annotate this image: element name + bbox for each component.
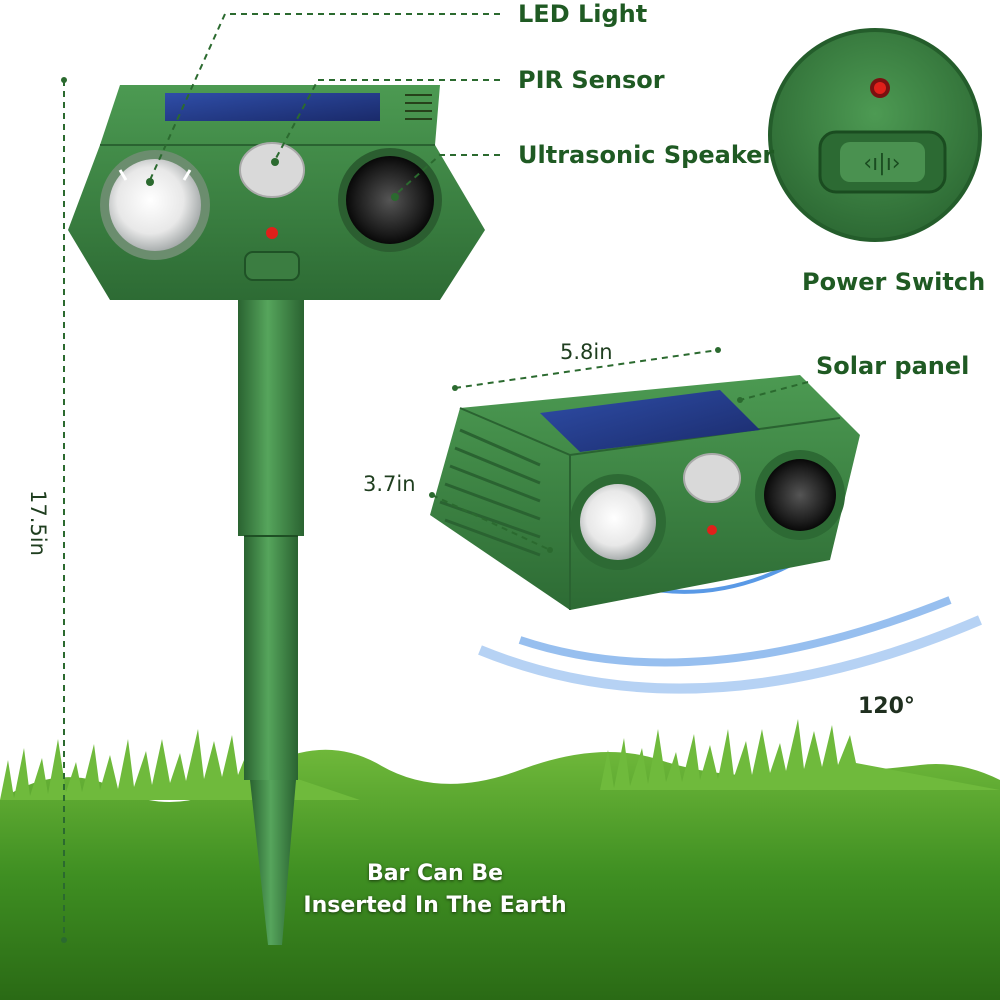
power-switch-label: Power Switch [802, 268, 986, 296]
repeller-device-front [68, 85, 485, 300]
height-dimension-line [61, 77, 67, 943]
ultrasonic-speaker-label: Ultrasonic Speaker [518, 141, 775, 169]
callout-endpoints [146, 158, 399, 201]
repeller-device-side [430, 375, 860, 610]
power-switch-closeup: ‹ı|ı› [768, 28, 982, 242]
stake-caption-line-1: Bar Can Be [366, 861, 504, 886]
detection-angle-label: 120° [858, 694, 915, 719]
solar-panel-front [165, 93, 380, 121]
callout-lines [149, 13, 500, 196]
ground-stake [238, 296, 304, 945]
svg-text:‹ı|ı›: ‹ı|ı› [863, 151, 900, 176]
width-dimension-label: 5.8in [560, 340, 613, 364]
indicator-led [266, 227, 278, 239]
solar-panel-label: Solar panel [816, 352, 970, 380]
depth-dimension-label: 3.7in [363, 472, 416, 496]
side-dimension-lines [429, 347, 809, 553]
power-switch-front [244, 251, 300, 281]
pir-sensor-label: PIR Sensor [518, 66, 665, 94]
stake-caption-line-2: Inserted In The Earth [303, 893, 567, 918]
led-light-label: LED Light [518, 0, 648, 28]
stake-caption: Bar Can Be Inserted In The Earth [300, 858, 570, 922]
height-dimension-label: 17.5in [26, 490, 50, 556]
pir-sensor-dome [239, 142, 305, 198]
